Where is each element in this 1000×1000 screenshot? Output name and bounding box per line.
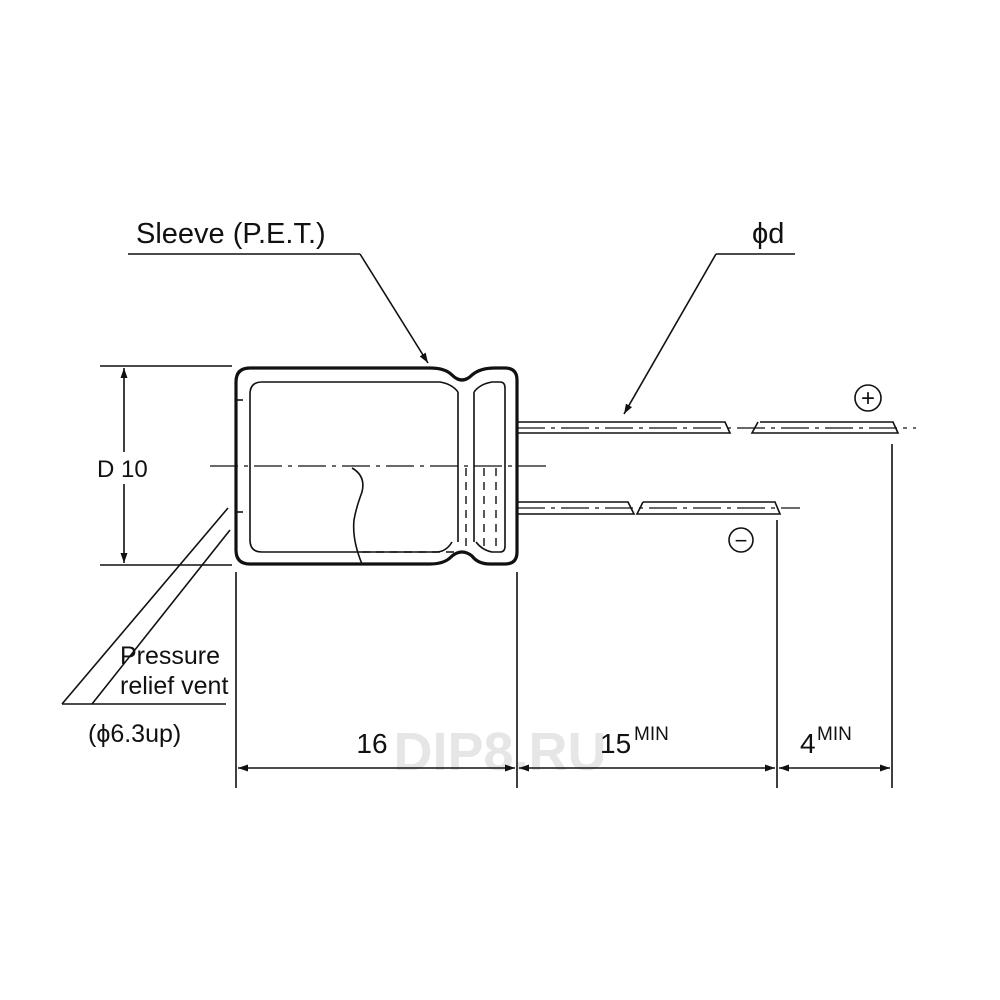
sleeve-label: Sleeve (P.E.T.) [136,218,326,250]
vent-leader-2 [91,529,231,705]
diameter-label-bg [96,452,158,484]
vent-leader-1 [61,507,229,705]
lead-dim-sup: MIN [634,724,669,745]
minus-circle-icon [728,527,754,553]
plus-circle-icon [854,384,882,412]
end-dim-sup: MIN [817,724,852,745]
sleeve-inner-line [249,381,506,553]
capacitor-body-outline [234,366,519,566]
plus-sign: + [861,385,875,412]
watermark-text: DIP8.RU [393,722,606,782]
vent-size-label: (ϕ6.3up) [88,720,181,748]
cutaway-edge [351,467,364,565]
sleeve-leader-arrow [359,253,429,364]
diameter-label: D 10 [97,456,148,483]
lead-diameter-label: ϕd [752,218,784,250]
vent-label-line2: relief vent [120,672,228,700]
lead-diameter-arrow [623,253,717,415]
end-dim-label: 4 [800,728,816,759]
length-dim-label: 16 [356,728,387,759]
vent-label-line1: Pressure [120,642,220,670]
hidden-element-outline [362,468,497,553]
lead-dim-label: 15 [600,728,631,759]
minus-sign: − [735,528,748,553]
